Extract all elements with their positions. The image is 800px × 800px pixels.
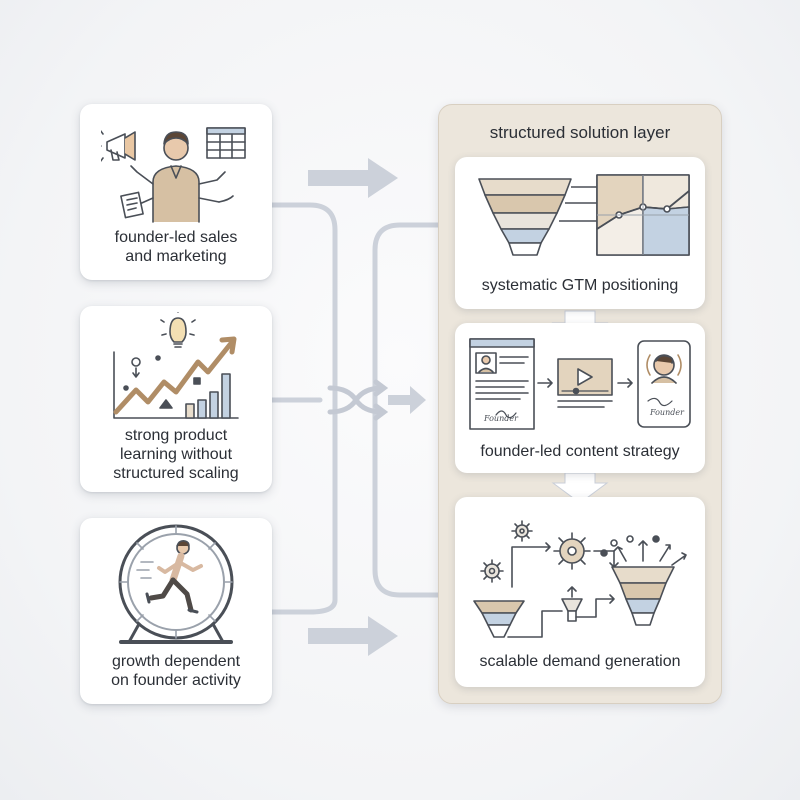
card-label: founder-led sales and marketing [80,228,272,266]
solution-step-content-strategy: Founder Founder founder-led content stra… [455,323,705,473]
arrow-mid-icon [388,386,426,414]
problem-card-product-learning: strong product learning without structur… [80,306,272,492]
card-label: strong product learning without structur… [80,426,272,483]
solution-step-demand-generation: scalable demand generation [455,497,705,687]
step-label: systematic GTM positioning [455,277,705,295]
funnel-positioning-map-icon [473,171,693,261]
step-label: scalable demand generation [455,653,705,671]
arrow-bottom-icon [308,616,398,656]
gears-funnel-growth-icon [464,507,696,647]
signature-text: Founder [483,414,519,423]
growth-chart-lightbulb-icon [106,312,246,422]
connector-line-top [272,205,335,612]
solution-layer-panel: structured solution layer [438,104,722,704]
problem-card-founder-led-sales: founder-led sales and marketing [80,104,272,280]
signature-text: Founder [649,408,685,417]
problem-card-founder-dependent-growth: growth dependent on founder activity [80,518,272,704]
content-video-profile-icon: Founder Founder [464,335,696,435]
founder-multitasking-icon [101,120,251,226]
card-label: growth dependent on founder activity [80,652,272,690]
hamster-wheel-runner-icon [101,524,251,644]
solution-step-gtm-positioning: systematic GTM positioning [455,157,705,309]
step-label: founder-led content strategy [455,443,705,461]
arrow-top-icon [308,158,398,198]
